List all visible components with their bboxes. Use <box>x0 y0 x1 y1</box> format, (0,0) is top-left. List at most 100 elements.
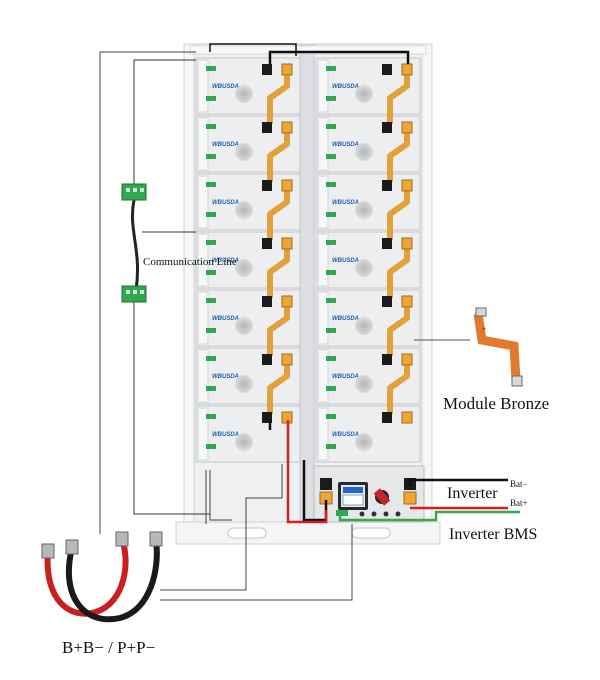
vent-grille <box>235 433 253 451</box>
cable-type-label: B+B− / P+P− <box>62 638 156 657</box>
negative-terminal <box>262 64 272 75</box>
negative-terminal <box>382 238 392 249</box>
comm-port <box>326 386 336 391</box>
copper-busbar <box>387 304 410 356</box>
bat-plus-label: Bat+ <box>510 498 528 508</box>
module-brand-logo: WBUSDA <box>332 258 359 264</box>
vent-grille <box>355 375 373 393</box>
vent-grille <box>235 375 253 393</box>
copper-busbar <box>267 362 290 414</box>
comm-port <box>326 356 336 361</box>
comm-port <box>326 298 336 303</box>
module-brand-logo: WBUSDA <box>332 142 359 148</box>
comm-port <box>206 154 216 159</box>
vent-grille <box>235 201 253 219</box>
module-terminals <box>262 63 413 424</box>
inverter-bms-label: Inverter BMS <box>449 526 538 543</box>
comm-port <box>326 124 336 129</box>
vent-grille <box>235 143 253 161</box>
comm-port <box>206 270 216 275</box>
vent-grille <box>355 85 373 103</box>
positive-terminal <box>401 121 413 134</box>
comm-port <box>206 212 216 217</box>
vent-grille <box>355 201 373 219</box>
comm-port <box>326 240 336 245</box>
battery-module: WBUSDA <box>315 405 421 463</box>
main-positive-cable <box>286 420 328 524</box>
copper-busbar <box>267 72 290 124</box>
comm-port <box>206 414 216 419</box>
svg-text:+: + <box>482 326 486 333</box>
positive-terminal <box>401 237 413 250</box>
comm-port <box>326 182 336 187</box>
module-bronze-callout: + <box>414 307 523 387</box>
module-brand-logo: WBUSDA <box>332 316 359 322</box>
module-brand-logo: WBUSDA <box>332 374 359 380</box>
copper-busbar <box>387 188 410 240</box>
copper-busbar <box>267 304 290 356</box>
positive-terminal <box>281 295 293 308</box>
negative-terminal <box>262 412 272 423</box>
comm-port <box>206 444 216 449</box>
negative-terminal <box>262 122 272 133</box>
comm-port <box>326 328 336 333</box>
vent-grille <box>355 259 373 277</box>
copper-busbar <box>387 362 410 414</box>
copper-busbar <box>387 246 410 298</box>
copper-busbar <box>387 72 410 124</box>
vent-grille <box>355 143 373 161</box>
vent-grille <box>235 317 253 335</box>
negative-terminal <box>382 354 392 365</box>
comm-port <box>206 356 216 361</box>
positive-terminal <box>401 63 413 76</box>
comm-port <box>206 182 216 187</box>
comm-port <box>326 414 336 419</box>
positive-terminal <box>401 353 413 366</box>
module-brand-logo: WBUSDA <box>212 84 239 90</box>
comm-port <box>206 386 216 391</box>
cable-routing-lines <box>99 51 353 601</box>
copper-busbar <box>267 188 290 240</box>
bms-control-box <box>313 465 425 523</box>
module-brand-logo: WBUSDA <box>212 258 239 264</box>
battery-cable-pair <box>41 531 163 623</box>
comm-port <box>326 96 336 101</box>
positive-terminal <box>401 295 413 308</box>
positive-terminal <box>281 63 293 76</box>
module-brand-logo: WBUSDA <box>212 200 239 206</box>
vent-grille <box>235 85 253 103</box>
positive-terminal <box>281 237 293 250</box>
positive-terminal <box>401 179 413 192</box>
copper-busbar <box>267 246 290 298</box>
comm-port <box>206 96 216 101</box>
negative-terminal <box>262 296 272 307</box>
negative-terminal <box>382 412 392 423</box>
module-brand-logo: WBUSDA <box>332 432 359 438</box>
communication-line <box>121 59 210 515</box>
negative-terminal <box>262 354 272 365</box>
positive-terminal <box>281 179 293 192</box>
negative-terminal <box>262 238 272 249</box>
module-brand-logo: WBUSDA <box>212 316 239 322</box>
comm-port <box>206 240 216 245</box>
negative-terminal <box>382 64 392 75</box>
comm-port <box>326 270 336 275</box>
battery-module: WBUSDA <box>315 347 421 405</box>
comm-port <box>206 66 216 71</box>
comm-port <box>206 298 216 303</box>
comm-port <box>206 124 216 129</box>
module-busbars <box>267 72 410 414</box>
negative-terminal <box>382 180 392 191</box>
comm-port <box>326 154 336 159</box>
bat-minus-label: Bat− <box>510 479 528 489</box>
copper-busbar <box>267 130 290 182</box>
module-brand-logo: WBUSDA <box>212 374 239 380</box>
top-jumper-cable <box>209 43 410 64</box>
inverter-label: Inverter <box>447 485 498 502</box>
module-brand-logo: WBUSDA <box>332 84 359 90</box>
communication-line-label: Communication Line <box>143 256 237 268</box>
positive-terminal <box>281 353 293 366</box>
module-bronze-label: Module Bronze <box>443 394 550 413</box>
module-brand-logo: WBUSDA <box>212 432 239 438</box>
